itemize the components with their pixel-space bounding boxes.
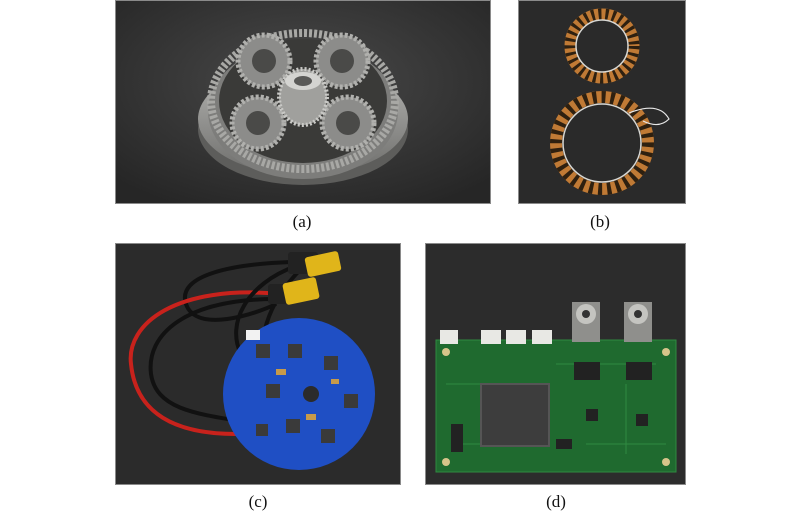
planet-gears — [229, 32, 377, 152]
photo-driver-board — [115, 243, 401, 485]
photo-planetary-gearbox — [115, 0, 491, 204]
controller-pcb-illustration — [426, 244, 685, 484]
caption-b: (b) — [590, 212, 610, 231]
stator-coils-illustration — [519, 1, 685, 203]
driver-board-illustration — [116, 244, 400, 484]
caption-d: (d) — [546, 492, 566, 511]
header-connectors — [440, 330, 552, 344]
caption-a: (a) — [292, 212, 312, 231]
gearbox-illustration — [116, 1, 490, 203]
caption-c: (c) — [248, 492, 268, 511]
photo-controller-pcb — [425, 243, 686, 485]
bnc-connectors — [572, 302, 652, 342]
board-components — [256, 344, 358, 443]
xt-connectors — [268, 251, 342, 305]
photo-stator-coils — [518, 0, 686, 204]
